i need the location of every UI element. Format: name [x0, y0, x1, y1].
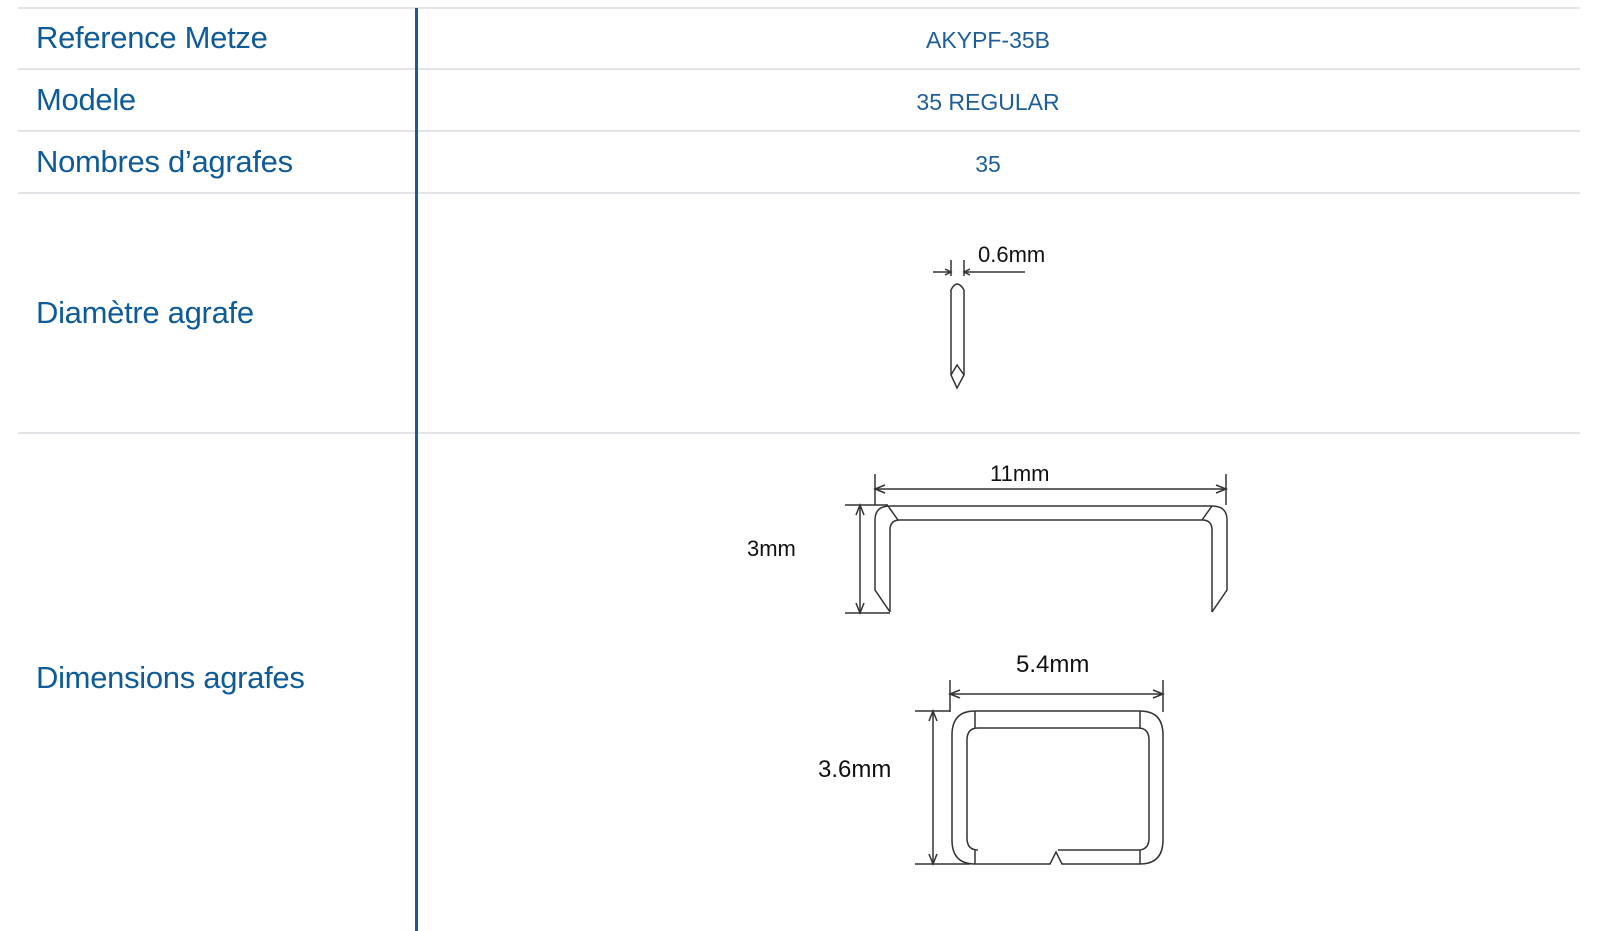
- staple-top-drawing: [915, 680, 1166, 867]
- row-divider: [18, 7, 1580, 9]
- row-divider: [18, 130, 1580, 132]
- row-divider: [18, 432, 1580, 434]
- value-nombres: 35: [975, 151, 1001, 177]
- label-reference: Reference Metze: [36, 20, 268, 55]
- label-nombres: Nombres d’agrafes: [36, 144, 293, 179]
- staple-side-drawing: [845, 474, 1229, 616]
- dim-height: 3mm: [747, 536, 796, 561]
- label-diametre: Diamètre agrafe: [36, 295, 254, 330]
- dim-width: 5.4mm: [1016, 651, 1089, 678]
- label-dimensions: Dimensions agrafes: [36, 660, 305, 695]
- label-modele: Modele: [36, 82, 136, 117]
- dim-depth: 3.6mm: [818, 756, 891, 783]
- column-divider: [415, 8, 418, 931]
- value-modele: 35 REGULAR: [916, 89, 1060, 115]
- dim-length: 11mm: [990, 461, 1050, 486]
- value-reference: AKYPF-35B: [926, 27, 1050, 53]
- row-divider: [18, 192, 1580, 194]
- dim-diameter: 0.6mm: [978, 242, 1045, 267]
- staple-wire-drawing: [933, 260, 1025, 390]
- row-divider: [18, 68, 1580, 70]
